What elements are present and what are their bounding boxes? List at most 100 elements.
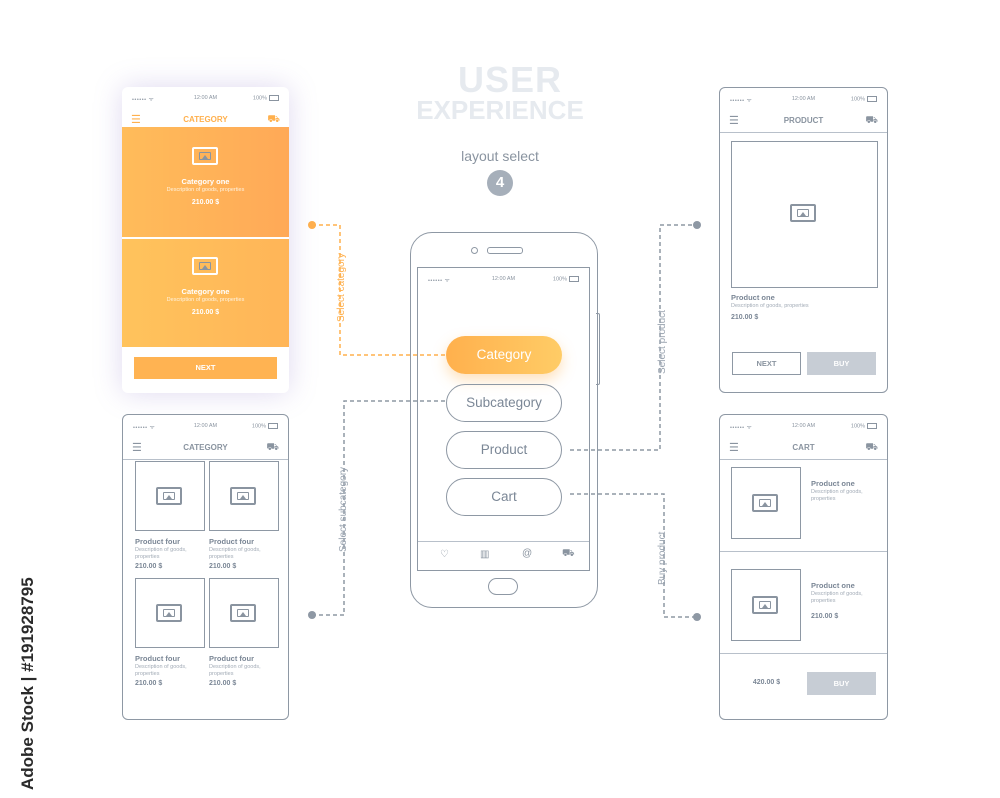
stock-watermark: Adobe Stock | #191928795 xyxy=(18,577,37,790)
cart-item-description: Description of goods, properties xyxy=(811,591,863,604)
menu-icon[interactable]: ☰ xyxy=(729,115,739,127)
image-placeholder-icon xyxy=(790,204,816,222)
card-title: Category one xyxy=(181,177,230,186)
home-button[interactable] xyxy=(488,578,518,595)
menu-icon[interactable]: ☰ xyxy=(132,442,142,454)
product-description: Description of goods, properties xyxy=(209,664,261,677)
connector-cart xyxy=(570,493,696,618)
side-button xyxy=(596,313,600,385)
title-line2: EXPERIENCE xyxy=(416,95,584,125)
product-tile[interactable] xyxy=(135,461,205,531)
screen-title: CART xyxy=(792,443,815,452)
status-bar: •••••• ᯤ 12:00 AM 100% xyxy=(418,268,589,290)
card-description: Description of goods, properties xyxy=(166,187,245,193)
at-icon[interactable]: @ xyxy=(522,548,533,559)
product-title: Product four xyxy=(135,537,180,546)
phone-screen: •••••• ᯤ 12:00 AM 100% ♡ ▥ @ ⛟ xyxy=(417,267,590,571)
divider xyxy=(720,551,887,552)
screen-title: CATEGORY xyxy=(183,443,228,452)
product-description: Description of goods, properties xyxy=(135,547,187,560)
image-placeholder-icon xyxy=(230,487,256,505)
product-appbar: ☰ PRODUCT ⛟ xyxy=(720,110,887,133)
cart-icon[interactable]: ⛟ xyxy=(562,548,575,559)
label-buy-product: Buy product xyxy=(657,531,668,585)
cart-item-title: Product one xyxy=(811,479,855,488)
buy-button[interactable]: BUY xyxy=(807,352,876,375)
image-placeholder-icon xyxy=(752,494,778,512)
label-select-category: Select category xyxy=(336,253,347,322)
connector-dot-category xyxy=(308,221,316,229)
buy-button[interactable]: BUY xyxy=(807,672,876,695)
category-screen: •••••• ᯤ 12:00 AM 100% ☰ CATEGORY ⛟ Cate… xyxy=(122,87,289,393)
menu-subcategory-button[interactable]: Subcategory xyxy=(446,384,562,422)
image-placeholder-icon xyxy=(192,257,218,275)
subtitle: layout select xyxy=(461,148,539,164)
product-tile[interactable] xyxy=(209,461,279,531)
cart-icon[interactable]: ⛟ xyxy=(865,442,878,453)
battery-indicator: 100% xyxy=(553,276,579,282)
cart-item-image xyxy=(731,569,801,641)
product-price: 210.00 $ xyxy=(135,680,163,687)
connector-product xyxy=(570,224,696,451)
product-title: Product four xyxy=(135,654,180,663)
product-price: 210.00 $ xyxy=(731,314,759,321)
product-price: 210.00 $ xyxy=(135,563,163,570)
status-bar: •••••• ᯤ 12:00 AM 100% xyxy=(720,88,887,110)
cart-item-price: 210.00 $ xyxy=(811,613,839,620)
cart-total: 420.00 $ xyxy=(752,679,781,686)
menu-icon[interactable]: ☰ xyxy=(131,114,141,126)
connector-dot-cart xyxy=(693,613,701,621)
product-title: Product four xyxy=(209,537,254,546)
category-appbar: ☰ CATEGORY ⛟ xyxy=(122,109,289,131)
card-price: 210.00 $ xyxy=(191,309,220,316)
connector-category xyxy=(312,224,446,356)
signal-indicator: •••••• ᯤ xyxy=(428,278,451,284)
product-description: Description of goods, properties xyxy=(209,547,261,560)
category-card[interactable]: Category one Description of goods, prope… xyxy=(122,127,289,237)
subcategory-screen: •••••• ᯤ 12:00 AM 100% ☰ CATEGORY ⛟ Prod… xyxy=(122,414,289,720)
product-price: 210.00 $ xyxy=(209,680,237,687)
subcategory-appbar: ☰ CATEGORY ⛟ xyxy=(123,437,288,460)
status-bar: •••••• ᯤ 12:00 AM 100% xyxy=(123,415,288,437)
heart-icon[interactable]: ♡ xyxy=(440,549,449,560)
image-placeholder-icon xyxy=(192,147,218,165)
product-tile[interactable] xyxy=(135,578,205,648)
chart-icon[interactable]: ▥ xyxy=(480,549,490,560)
connector-subcategory xyxy=(312,400,445,616)
product-tile[interactable] xyxy=(209,578,279,648)
next-button[interactable]: NEXT xyxy=(134,357,277,379)
cart-item-title: Product one xyxy=(811,581,855,590)
product-image xyxy=(731,141,878,288)
card-title: Category one xyxy=(181,287,230,296)
cart-item-description: Description of goods, properties xyxy=(811,489,863,502)
step-number: 4 xyxy=(495,174,505,191)
product-title: Product four xyxy=(209,654,254,663)
next-button[interactable]: NEXT xyxy=(732,352,801,375)
phone-camera xyxy=(471,247,478,254)
image-placeholder-icon xyxy=(230,604,256,622)
image-placeholder-icon xyxy=(752,596,778,614)
image-placeholder-icon xyxy=(156,487,182,505)
category-card[interactable]: Category one Description of goods, prope… xyxy=(122,239,289,347)
phone-frame: •••••• ᯤ 12:00 AM 100% ♡ ▥ @ ⛟ xyxy=(410,232,600,608)
cart-icon[interactable]: ⛟ xyxy=(267,114,280,125)
screen-title: CATEGORY xyxy=(183,115,228,124)
connector-dot-product xyxy=(693,221,701,229)
cart-screen: •••••• ᯤ 12:00 AM 100% ☰ CART ⛟ Product … xyxy=(719,414,888,720)
menu-product-button[interactable]: Product xyxy=(446,431,562,469)
status-bar: •••••• ᯤ 12:00 AM 100% xyxy=(122,87,289,109)
cart-icon[interactable]: ⛟ xyxy=(865,115,878,126)
menu-cart-button[interactable]: Cart xyxy=(446,478,562,516)
product-price: 210.00 $ xyxy=(209,563,237,570)
phone-speaker xyxy=(487,247,523,254)
label-select-subcategory: Select subcategory xyxy=(338,466,349,552)
menu-icon[interactable]: ☰ xyxy=(729,442,739,454)
title-line1: USER xyxy=(457,59,563,100)
menu-category-button[interactable]: Category xyxy=(446,336,562,374)
cart-icon[interactable]: ⛟ xyxy=(266,442,279,453)
product-screen: •••••• ᯤ 12:00 AM 100% ☰ PRODUCT ⛟ Produ… xyxy=(719,87,888,393)
product-title: Product one xyxy=(731,293,775,302)
connector-dot-subcategory xyxy=(308,611,316,619)
card-description: Description of goods, properties xyxy=(166,297,245,303)
